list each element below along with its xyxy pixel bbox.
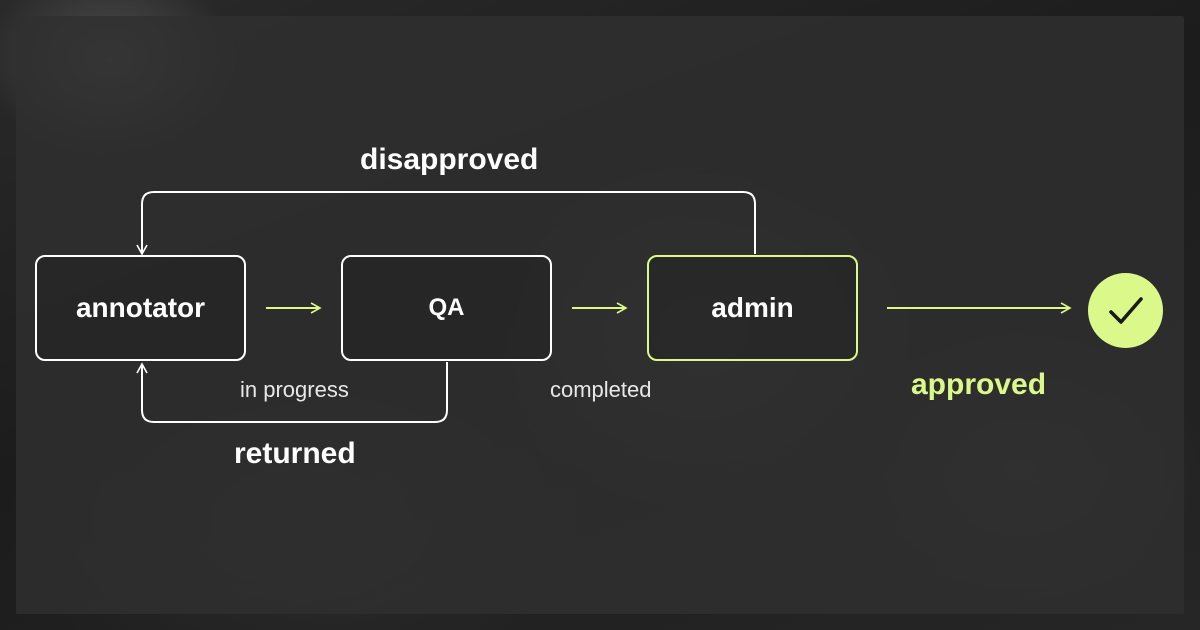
returned-label: returned	[234, 437, 356, 470]
disapproved-label: disapproved	[360, 143, 539, 176]
approved-label: approved	[911, 368, 1047, 401]
admin-label: admin	[711, 292, 794, 323]
annotator-label: annotator	[75, 292, 206, 323]
annotator-node: annotator	[35, 255, 246, 361]
approved-status-badge	[1088, 273, 1163, 348]
completed-label: completed	[550, 377, 652, 402]
diagram-panel	[16, 16, 1184, 614]
in-progress-label: in progress	[240, 377, 349, 402]
admin-node: admin	[647, 255, 858, 361]
returned-arrow	[136, 362, 448, 423]
disapproved-arrow	[136, 191, 756, 256]
checkmark-icon	[1108, 296, 1143, 324]
qa-node: QA	[341, 255, 552, 361]
qa-label: QA	[428, 294, 465, 321]
